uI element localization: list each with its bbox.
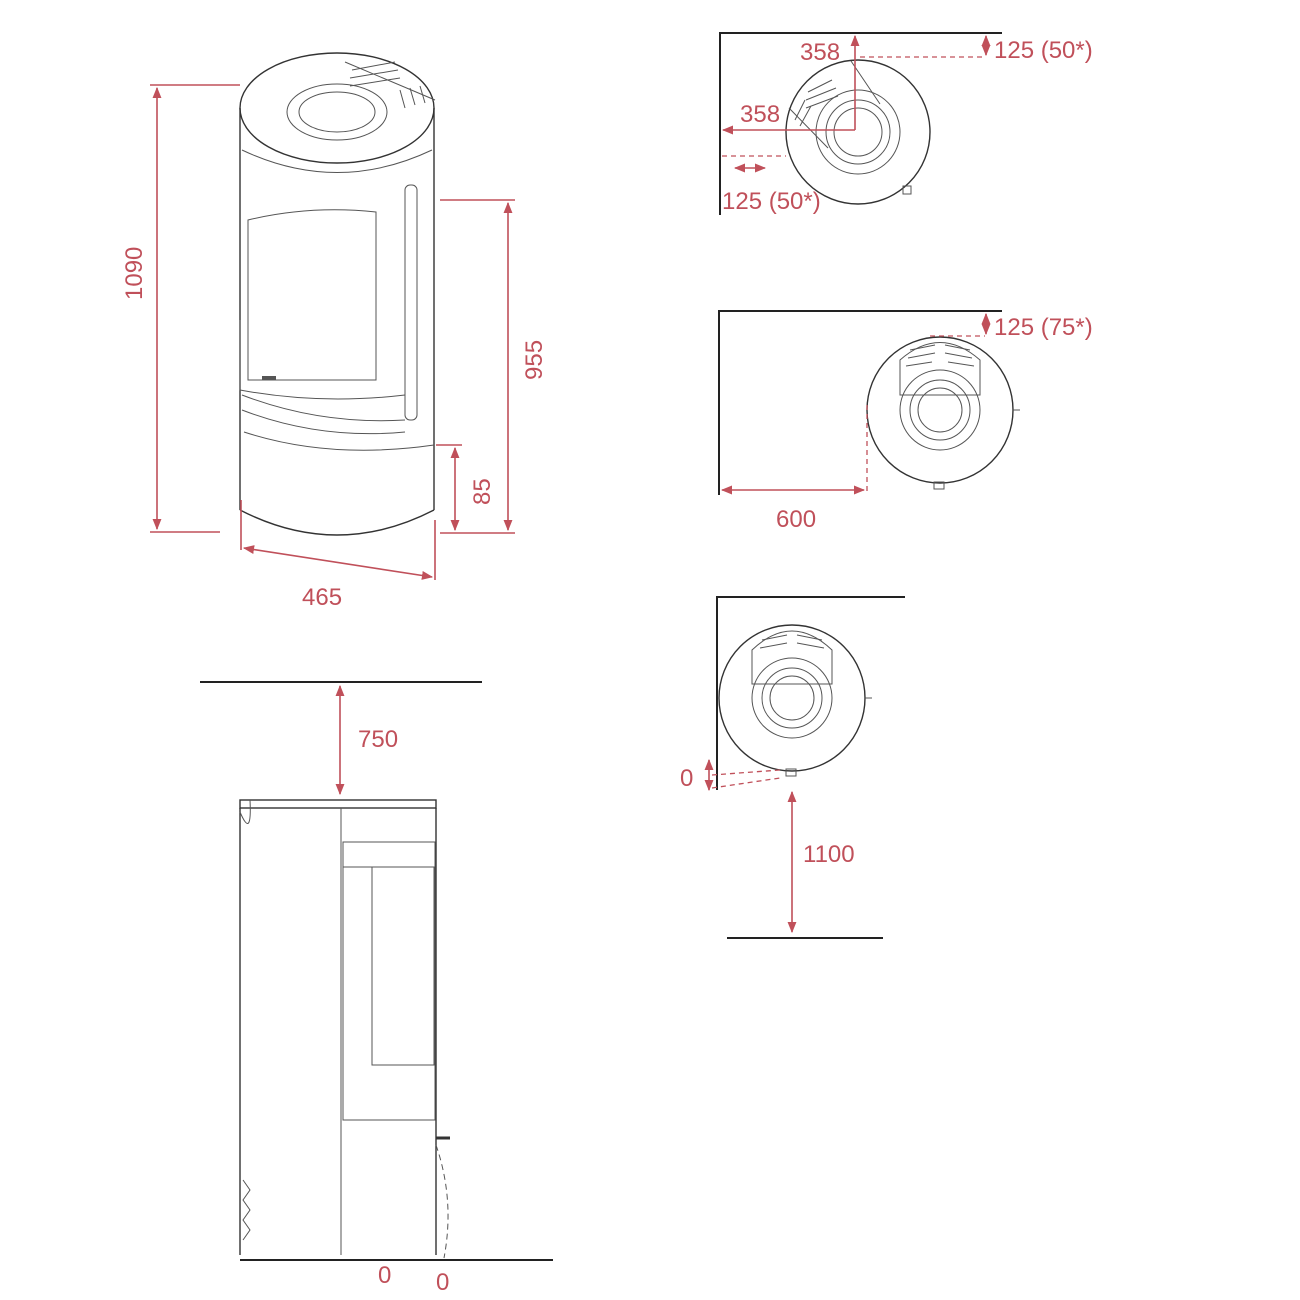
label-clearance-back: 0 — [378, 1262, 391, 1289]
stove-front-outline — [239, 52, 436, 536]
label-back-wall-clearance-back: 125 (75*) — [994, 314, 1093, 341]
plan-side-wall-install: 0 1100 — [680, 596, 905, 939]
dimension-width: 465 — [240, 500, 436, 611]
label-height-total: 1090 — [121, 247, 148, 300]
label-height-base: 85 — [469, 478, 496, 505]
stove-side-outline — [239, 799, 450, 1259]
side-view: 750 0 0 — [200, 681, 553, 1296]
label-corner-clearance-right: 125 (50*) — [994, 37, 1093, 64]
plan-back-wall-install: 125 (75*) 600 — [718, 310, 1093, 533]
label-side-wall-clearance-side: 0 — [680, 765, 693, 792]
label-corner-clearance-left: 125 (50*) — [722, 188, 821, 215]
label-side-wall-clearance-front: 1100 — [803, 841, 855, 868]
plan-corner-install: 358 358 125 (50*) 125 (50*) — [719, 32, 1093, 215]
front-view: 1090 955 85 465 — [121, 52, 548, 611]
label-corner-dist-b: 358 — [740, 101, 780, 128]
label-back-wall-clearance-side: 600 — [776, 506, 816, 533]
dimension-height-base: 85 — [436, 444, 496, 532]
label-clearance-front-floor: 0 — [436, 1269, 449, 1296]
dimension-height-door: 955 — [440, 199, 548, 534]
label-width: 465 — [302, 584, 342, 611]
label-clearance-top: 750 — [358, 726, 398, 753]
label-height-door: 955 — [521, 340, 548, 380]
dimension-height-total: 1090 — [121, 84, 240, 533]
label-corner-dist-a: 358 — [800, 39, 840, 66]
